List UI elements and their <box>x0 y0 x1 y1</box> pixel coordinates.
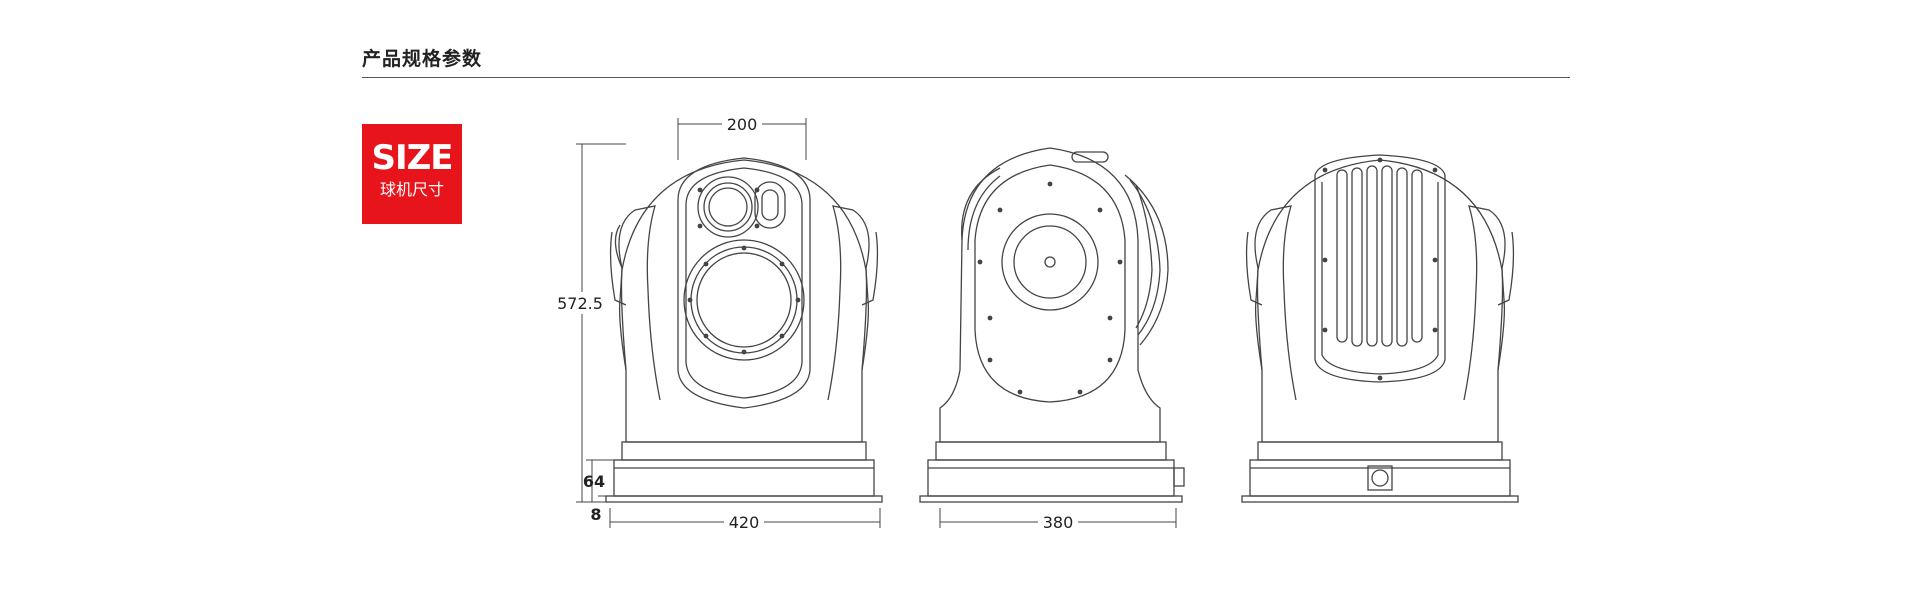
side-view <box>919 147 1185 503</box>
section-title: 产品规格参数 <box>362 48 483 70</box>
heatsink-fins <box>1336 165 1423 347</box>
title-divider <box>362 77 1570 78</box>
front-view <box>605 157 883 503</box>
dim-base-height: 64 <box>583 472 605 491</box>
dimension-lines <box>576 118 1177 528</box>
dim-front-top-width: 200 <box>727 115 758 134</box>
dim-front-height: 572.5 <box>557 294 603 313</box>
dim-front-base-width: 420 <box>729 513 760 532</box>
size-badge-label: SIZE <box>371 138 453 178</box>
rear-view <box>1241 154 1519 503</box>
size-badge: SIZE 球机尺寸 <box>362 124 462 224</box>
dim-flange-thickness: 8 <box>590 505 601 524</box>
dim-side-base-width: 380 <box>1043 513 1074 532</box>
size-badge-caption: 球机尺寸 <box>379 180 444 199</box>
